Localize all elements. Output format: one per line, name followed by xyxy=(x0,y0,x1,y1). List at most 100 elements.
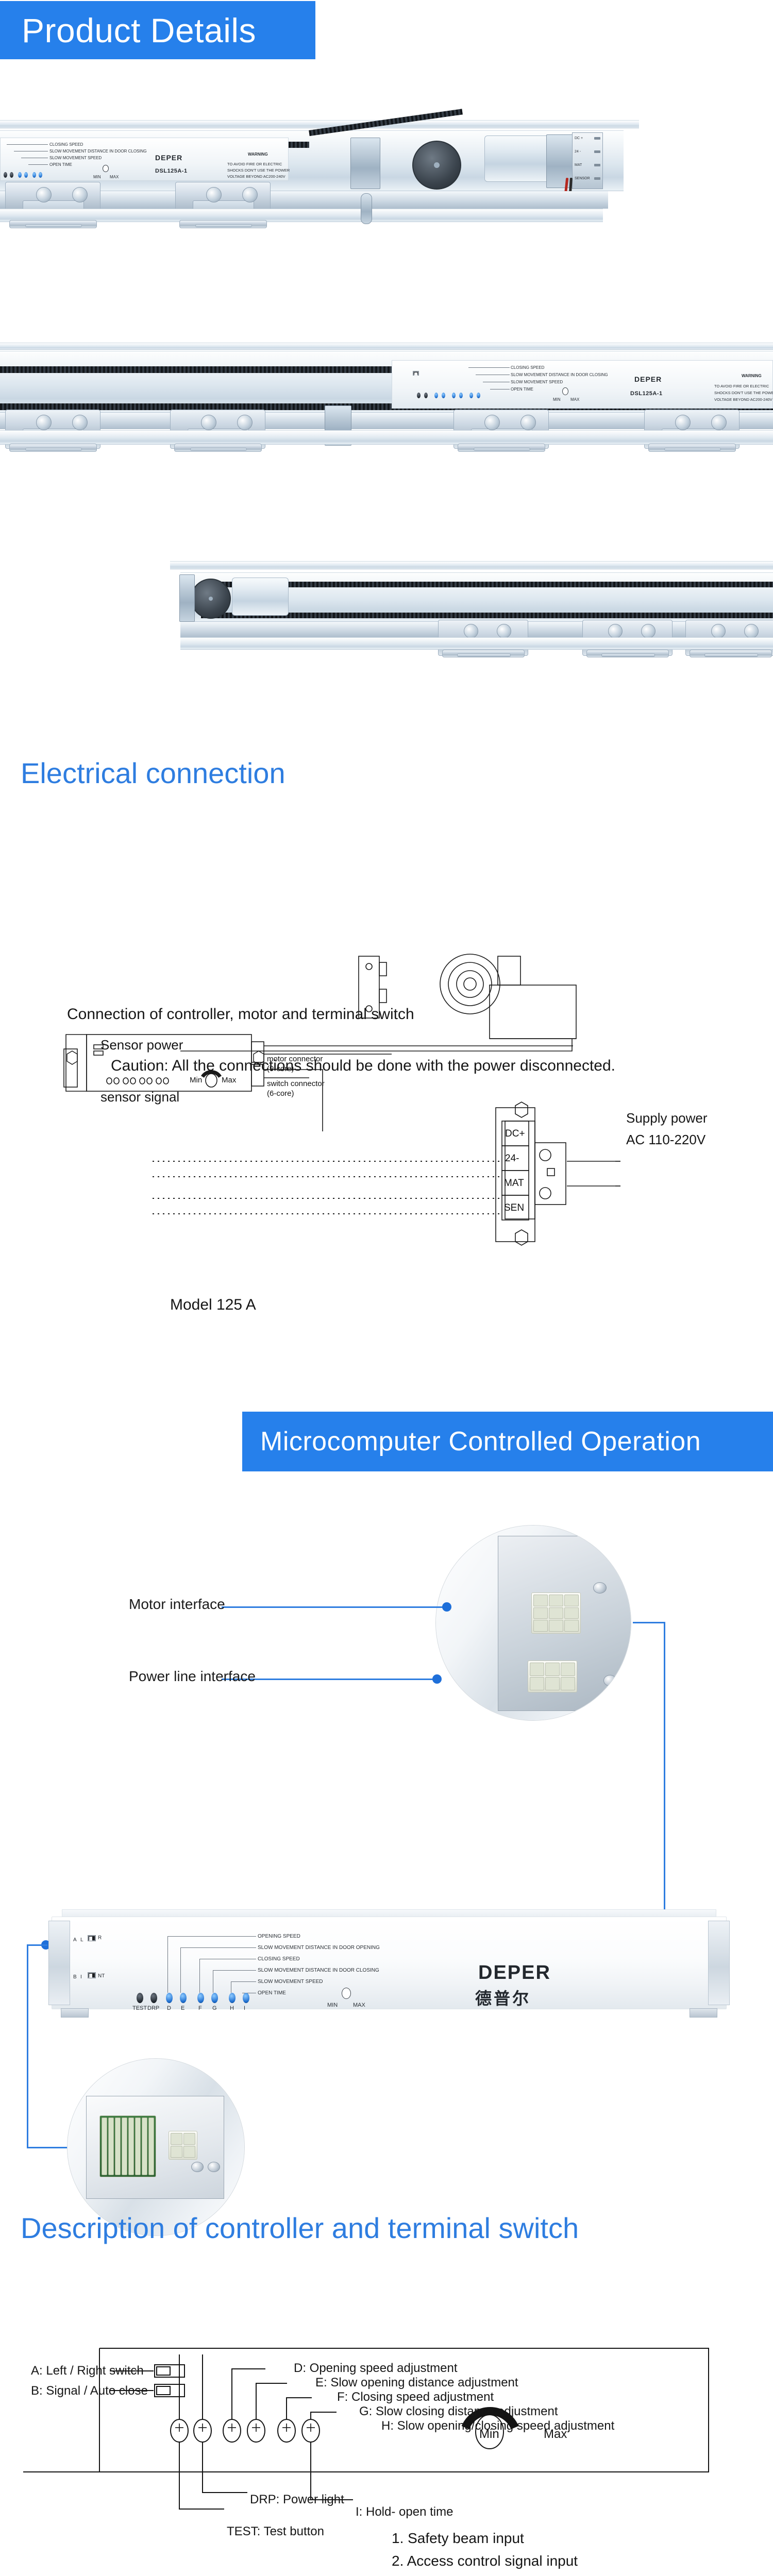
terminal-block-diagram: 123 456 789 1011 121314 1516 xyxy=(77,2550,361,2576)
angled-wheel-1 xyxy=(464,624,478,638)
angled-wheel-2 xyxy=(497,624,511,638)
label-function-line-3: OPEN TIME xyxy=(49,162,72,167)
drive-pulley xyxy=(412,141,461,190)
pin-1 xyxy=(594,150,600,153)
bottom-guide-rail xyxy=(0,209,603,222)
dip-switch-b[interactable] xyxy=(88,1972,96,1978)
rail-wheel-7 xyxy=(675,415,691,430)
conn-pin xyxy=(171,2133,182,2145)
wiring-diagram: motor connector (9-core) switch connecto… xyxy=(52,953,721,1273)
power-line-interface-leader xyxy=(222,1679,437,1680)
label-leader-0 xyxy=(7,144,48,145)
pin-0 xyxy=(594,137,600,140)
angled-belt-upper xyxy=(201,582,773,587)
rail-led-i xyxy=(477,393,480,398)
ctrl-leader-v-2 xyxy=(199,1959,200,1993)
rail-function-line-1: SLOW MOVEMENT DISTANCE IN DOOR CLOSING xyxy=(511,372,608,377)
pin-label-mat-diagram: MAT xyxy=(504,1178,524,1189)
hanger-wheel-4 xyxy=(242,187,258,202)
desc-label-g: G: Slow closing distance adjustment xyxy=(359,2404,558,2418)
angled-pulley-bracket xyxy=(179,574,195,622)
lower-track xyxy=(0,191,608,209)
rail-bottom-guide xyxy=(0,430,773,445)
label-function-line-0: CLOSING SPEED xyxy=(49,142,83,147)
list-item: 2. Access control signal input xyxy=(392,2553,578,2569)
ctrl-leader-h-4 xyxy=(231,1981,256,1982)
motor-interface-label: Motor interface xyxy=(129,1596,225,1612)
product-photo-full-rail: CLOSING SPEED SLOW MOVEMENT DISTANCE IN … xyxy=(0,337,773,492)
motor-connector-9core xyxy=(531,1592,581,1634)
switch-row-a-left: L xyxy=(80,1937,83,1943)
ctrl-knob-min: MIN xyxy=(327,2002,338,2008)
board-screw-2 xyxy=(208,2162,220,2172)
rail-function-line-3: OPEN TIME xyxy=(511,387,533,392)
right-connector-hline-top xyxy=(633,1622,665,1623)
terminal-connector-block: DC + 24 - MAT SENSOR xyxy=(572,132,603,189)
terminal-pin xyxy=(108,2117,114,2175)
ctrl-led-d xyxy=(166,1993,173,2003)
hanger-wheel-2 xyxy=(72,187,88,202)
list-item: 3. Interlocking input xyxy=(392,2572,644,2576)
power-connector-6core xyxy=(528,1660,577,1692)
rail-warning-title: WARNING xyxy=(742,374,762,378)
description-heading: Description of controller and terminal s… xyxy=(21,2212,579,2244)
angled-bottom-guide xyxy=(180,637,773,650)
model-label: Model 125 A xyxy=(170,1296,256,1313)
rail-top-edge xyxy=(0,343,773,350)
electrical-connection-heading: Electrical connection xyxy=(21,757,285,789)
rail-function-line-0: CLOSING SPEED xyxy=(511,365,545,370)
label-leader-3 xyxy=(28,164,48,165)
terminal-pin xyxy=(102,2117,107,2175)
angled-motor-housing xyxy=(232,578,289,616)
controller-endcap-right xyxy=(708,1921,730,2005)
led-drp xyxy=(10,172,13,178)
rail-foot-4 xyxy=(648,444,736,452)
conn-pin xyxy=(183,2133,195,2145)
motor-interface-leader xyxy=(222,1606,447,1608)
terminal-pin xyxy=(142,2117,147,2175)
rail-knob-max: MAX xyxy=(570,397,580,402)
list-item: 1. Safety beam input xyxy=(392,2530,524,2546)
rail-wheel-1 xyxy=(36,415,52,430)
closeup-screw-2 xyxy=(603,1675,617,1686)
angled-foot-2 xyxy=(586,650,669,657)
ctrl-leader-h-1 xyxy=(180,1947,256,1948)
terminal-pin xyxy=(135,2117,141,2175)
wiring-diagram-svg xyxy=(63,954,620,1246)
angled-wheel-3 xyxy=(608,624,623,638)
caution-note: Caution: All the connections should be d… xyxy=(111,1057,615,1074)
controller-foot-right xyxy=(690,2008,717,2018)
desc-label-drp: DRP: Power light xyxy=(250,2493,344,2506)
warning-line-0: TO AVOID FIRE OR ELECTRIC xyxy=(227,162,282,166)
small-connector xyxy=(169,2131,197,2160)
desc-label-b: B: Signal / Auto close xyxy=(31,2384,148,2398)
controller-hero-photo: A L R B I NT OPENING SPEED SLOW MOVEMENT… xyxy=(48,1909,730,2018)
conn-pin xyxy=(561,1663,575,1676)
conn-pin xyxy=(549,1595,563,1606)
rail-label-plate: CLOSING SPEED SLOW MOVEMENT DISTANCE IN … xyxy=(392,360,773,409)
rail-wheel-6 xyxy=(520,415,536,430)
ctrl-brand-cn: 德普尔 xyxy=(475,1989,531,2008)
controller-description-svg xyxy=(23,2348,709,2510)
desc-knob-max: Max xyxy=(544,2427,567,2441)
desc-label-e: E: Slow opening distance adjustment xyxy=(315,2376,518,2389)
terminal-pin xyxy=(115,2117,121,2175)
hanger-foot-2 xyxy=(179,220,267,228)
conn-pin xyxy=(561,1677,575,1690)
angled-wheel-5 xyxy=(711,624,726,638)
terminal-legend-list: 1. Safety beam input 2. Access control s… xyxy=(392,2527,644,2576)
conn-pin xyxy=(533,1620,548,1632)
rail-wheel-8 xyxy=(711,415,727,430)
ctrl-function-line-0: OPENING SPEED xyxy=(258,1934,300,1939)
dip-switch-a[interactable] xyxy=(88,1935,96,1941)
rail-leader-0 xyxy=(468,367,510,368)
ctrl-led-e xyxy=(180,1993,187,2003)
microcomputer-title: Microcomputer Controlled Operation xyxy=(260,1427,701,1456)
ctrl-function-line-4: SLOW MOVEMENT SPEED xyxy=(258,1979,323,1985)
left-connector-vline xyxy=(27,1944,28,2148)
rail-foot-3 xyxy=(458,444,545,452)
ctrl-master-knob[interactable] xyxy=(342,1988,351,1999)
rail-led-d xyxy=(434,393,438,398)
switch-connector-label: switch connector xyxy=(267,1079,325,1088)
rail-dip-switch xyxy=(413,371,419,377)
